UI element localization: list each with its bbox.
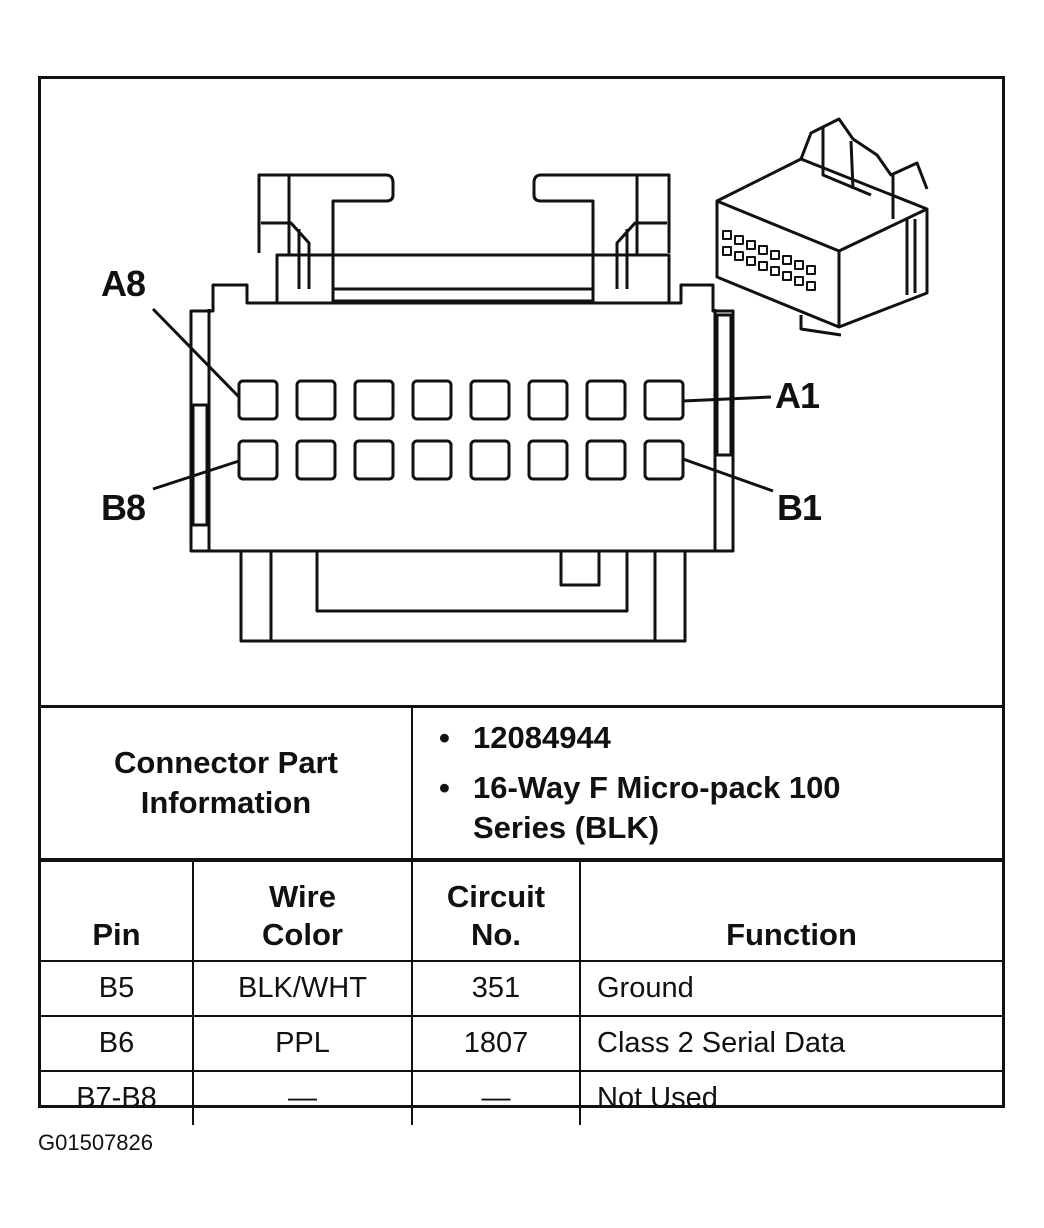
cell-function: Class 2 Serial Data <box>579 1015 1002 1072</box>
table-row: B6 PPL 1807 Class 2 Serial Data <box>41 1015 1002 1072</box>
bullet-icon: • <box>439 720 450 755</box>
right-latch <box>532 173 671 303</box>
pin-cavity-b2 <box>585 439 627 481</box>
connector-type-item: • 16-Way F Micro-pack 100 Series (BLK) <box>439 768 1002 848</box>
pin-cavity-b8 <box>237 439 279 481</box>
cell-circuit-no: 1807 <box>411 1015 581 1072</box>
cell-circuit-no: — <box>411 1070 581 1125</box>
connector-tables: Connector Part Information • 12084944 • … <box>41 705 1002 1125</box>
cell-circuit-no: 351 <box>411 960 581 1017</box>
pin-cavity-b3 <box>527 439 569 481</box>
header-wire-color: Wire Color <box>192 860 413 962</box>
part-number: 12084944 <box>473 720 611 755</box>
pin-row-a <box>237 379 685 421</box>
pin-cavity-a4 <box>469 379 511 421</box>
pin-table-header-row: Pin Wire Color Circuit No. Function <box>41 860 1002 962</box>
connector-drawing <box>151 117 929 643</box>
pin-cavity-a7 <box>295 379 337 421</box>
connector-bottom-skirt <box>239 551 687 643</box>
pin-cavity-b7 <box>295 439 337 481</box>
leader-a8 <box>151 307 241 399</box>
pin-cavity-b6 <box>353 439 395 481</box>
pin-cavity-a5 <box>411 379 453 421</box>
pin-leader-lines <box>151 307 774 493</box>
pin-cavity-a3 <box>527 379 569 421</box>
leader-b1 <box>682 457 774 493</box>
cell-wire-color: — <box>192 1070 413 1125</box>
pin-label-a1: A1 <box>775 375 820 416</box>
connector-description: 16-Way F Micro-pack 100 Series (BLK) <box>473 770 841 845</box>
header-pin-text: Pin <box>92 917 141 952</box>
cell-function: Not Used <box>579 1070 1002 1125</box>
pin-cavity-b5 <box>411 439 453 481</box>
connector-isometric-view <box>715 117 929 337</box>
cell-wire-color: PPL <box>192 1015 413 1072</box>
connector-frame: A8 A1 B8 B1 Connector Part Information •… <box>38 76 1005 1125</box>
bullet-icon: • <box>439 770 450 805</box>
header-wire-color-text: Wire Color <box>262 879 343 952</box>
cell-wire-color: BLK/WHT <box>192 960 413 1017</box>
table-row: B5 BLK/WHT 351 Ground <box>41 960 1002 1017</box>
pin-cavity-a1 <box>643 379 685 421</box>
pin-cavity-b1 <box>643 439 685 481</box>
pin-assignment-table: Pin Wire Color Circuit No. Function B5 B… <box>41 860 1002 1125</box>
cell-pin: B5 <box>41 960 194 1017</box>
leader-a1 <box>682 395 772 403</box>
connector-part-info-label-text: Connector Part Information <box>114 745 338 820</box>
header-function-text: Function <box>726 917 857 952</box>
header-function: Function <box>579 860 1002 962</box>
connector-part-info-table: Connector Part Information • 12084944 • … <box>41 708 1002 860</box>
connector-face-view: A8 A1 B8 B1 <box>41 79 1002 705</box>
cell-pin: B6 <box>41 1015 194 1072</box>
pin-label-a8: A8 <box>101 263 146 304</box>
header-circuit-no-text: Circuit No. <box>446 879 546 952</box>
pin-cavity-b4 <box>469 439 511 481</box>
cell-pin: B7-B8 <box>41 1070 194 1125</box>
left-latch <box>257 173 395 303</box>
part-number-item: • 12084944 <box>439 718 1002 758</box>
header-pin: Pin <box>41 860 194 962</box>
table-row: B7-B8 — — Not Used <box>41 1070 1002 1125</box>
pin-cavity-a2 <box>585 379 627 421</box>
connector-housing <box>189 253 735 553</box>
pin-cavity-a8 <box>237 379 279 421</box>
leader-b8 <box>152 459 240 491</box>
connector-part-info-list: • 12084944 • 16-Way F Micro-pack 100 Ser… <box>411 708 1002 860</box>
pin-label-b1: B1 <box>777 487 822 528</box>
pin-row-b <box>237 439 685 481</box>
figure-id: G01507826 <box>38 1130 153 1155</box>
header-circuit-no: Circuit No. <box>411 860 581 962</box>
connector-part-info-label: Connector Part Information <box>41 708 413 860</box>
pin-cavity-a6 <box>353 379 395 421</box>
pin-label-b8: B8 <box>101 487 146 528</box>
cell-function: Ground <box>579 960 1002 1017</box>
